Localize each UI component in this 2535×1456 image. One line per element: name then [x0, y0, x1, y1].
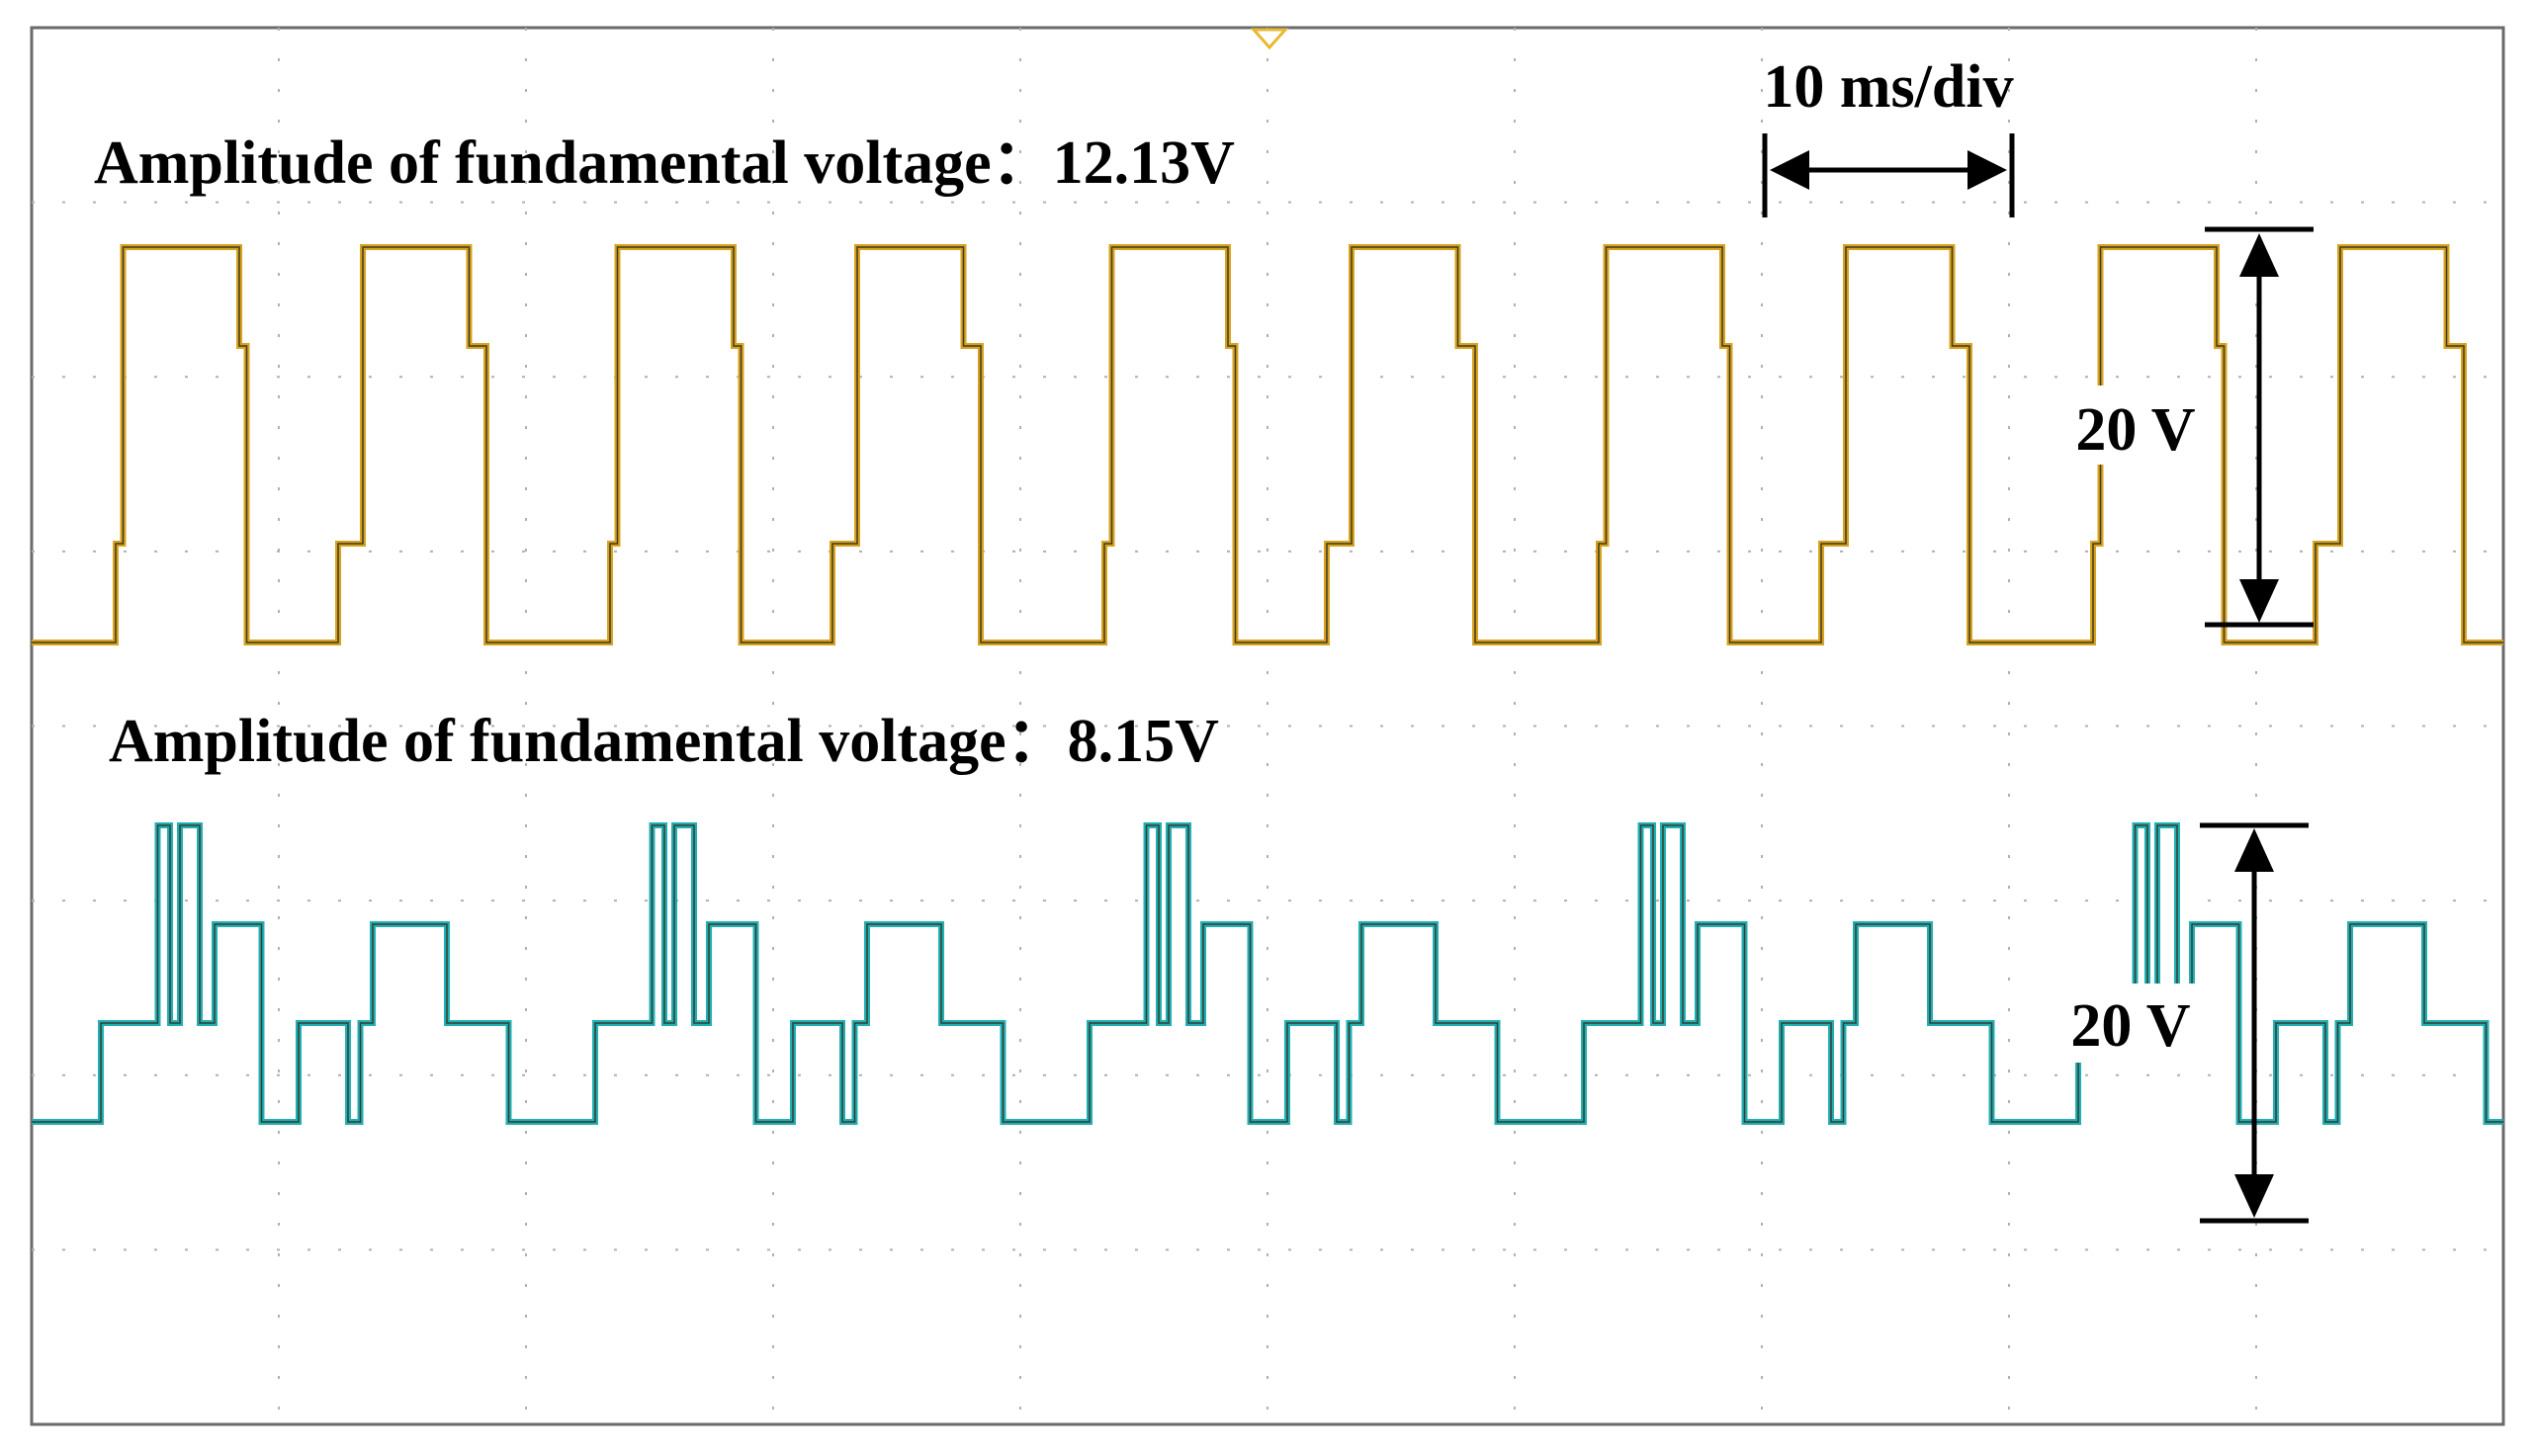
top-trace-title: Amplitude of fundamental voltage：12.13V — [94, 129, 1235, 197]
time-scale-label: 10 ms/div — [1763, 53, 2013, 121]
trigger-marker-icon — [1250, 28, 1289, 50]
trace-8v-edge — [32, 824, 2503, 1123]
top-voltage-scale-marker: 20 V — [2061, 226, 2314, 628]
bottom-trace-title: Amplitude of fundamental voltage：8.15V — [109, 708, 1219, 775]
traces — [32, 244, 2503, 1125]
bottom-voltage-scale-label: 20 V — [2070, 992, 2190, 1060]
trace-12v-edge — [32, 246, 2503, 643]
bottom-voltage-scale-marker: 20 V — [2056, 822, 2309, 1224]
plot-frame — [30, 26, 2505, 1426]
time-scale-marker: 10 ms/div — [1762, 53, 2015, 217]
top-voltage-scale-label: 20 V — [2075, 396, 2195, 464]
